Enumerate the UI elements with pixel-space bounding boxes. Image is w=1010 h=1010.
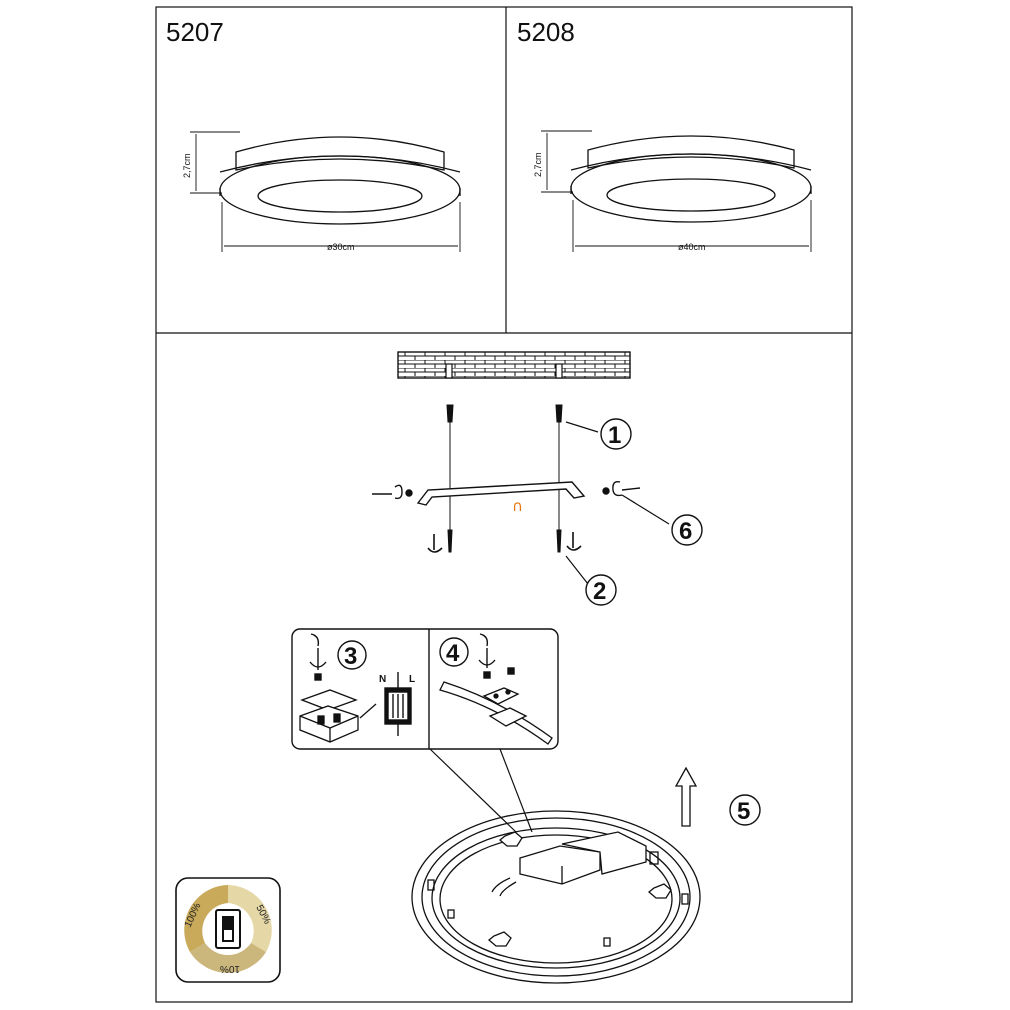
dimension-lines-5207	[190, 131, 461, 252]
model-code-5207: 5207	[166, 17, 224, 47]
step-4-callout: 4	[439, 637, 469, 667]
model-5208-panel: 5208 2,7cm ø40cm	[517, 17, 812, 252]
step-6-callout: 6	[671, 514, 703, 546]
step-3-callout: 3	[337, 640, 367, 670]
dowel-icon	[446, 404, 563, 423]
sheet-frame	[155, 6, 853, 1003]
dimmer-level-10: 10%	[220, 963, 240, 974]
diameter-label-5207: ø30cm	[327, 242, 355, 252]
dimension-lines-5208	[541, 130, 812, 252]
mounting-diagram: ∩ 1 2 6	[372, 351, 703, 606]
dimmer-segment-100	[184, 885, 228, 952]
svg-text:3: 3	[344, 643, 357, 670]
detail-leader-lines	[429, 748, 533, 833]
diameter-label-5208: ø40cm	[678, 242, 706, 252]
svg-text:4: 4	[446, 640, 460, 667]
svg-text:5: 5	[737, 798, 750, 825]
bracket-screw-icon	[372, 480, 641, 500]
wall-anchors	[445, 363, 563, 379]
terminal-l-label: L	[409, 674, 415, 685]
detail-boxes: 3 N L 4	[291, 628, 559, 750]
dimmer-badge: 100% 50% 10%	[175, 877, 281, 983]
mounting-bracket	[416, 481, 586, 506]
bracket-detail-icon	[439, 681, 553, 745]
orange-mark: ∩	[512, 497, 523, 515]
up-arrow-icon	[674, 766, 698, 827]
ceiling-brick-wall	[397, 351, 631, 379]
dimmer-segment-10	[190, 943, 266, 973]
screw-icon	[447, 529, 562, 553]
screwdriver-icon	[478, 633, 515, 679]
terminal-block-icon	[299, 689, 377, 743]
svg-text:1: 1	[608, 422, 621, 449]
svg-text:6: 6	[679, 518, 692, 545]
wiring-connector-icon	[384, 672, 412, 736]
terminal-n-label: N	[379, 674, 386, 685]
lamp-underside	[411, 810, 701, 984]
dimmer-segment-50	[228, 885, 272, 952]
height-label-5208: 2,7cm	[533, 152, 543, 177]
step-1-callout: 1	[600, 418, 632, 450]
callout-lines	[565, 421, 670, 585]
screwdriver-icon	[427, 532, 582, 553]
step-2-callout: 2	[585, 574, 617, 606]
step-5-callout: 5	[729, 794, 761, 826]
rocker-switch-icon	[215, 909, 241, 949]
screwdriver-icon	[309, 633, 327, 681]
lamp-drawing-40cm	[570, 135, 812, 223]
svg-text:2: 2	[593, 578, 606, 605]
model-5207-panel: 5207 2,7cm ø30cm	[166, 17, 461, 252]
height-label-5207: 2,7cm	[182, 153, 192, 178]
lamp-drawing-30cm	[219, 136, 461, 225]
model-code-5208: 5208	[517, 17, 575, 47]
